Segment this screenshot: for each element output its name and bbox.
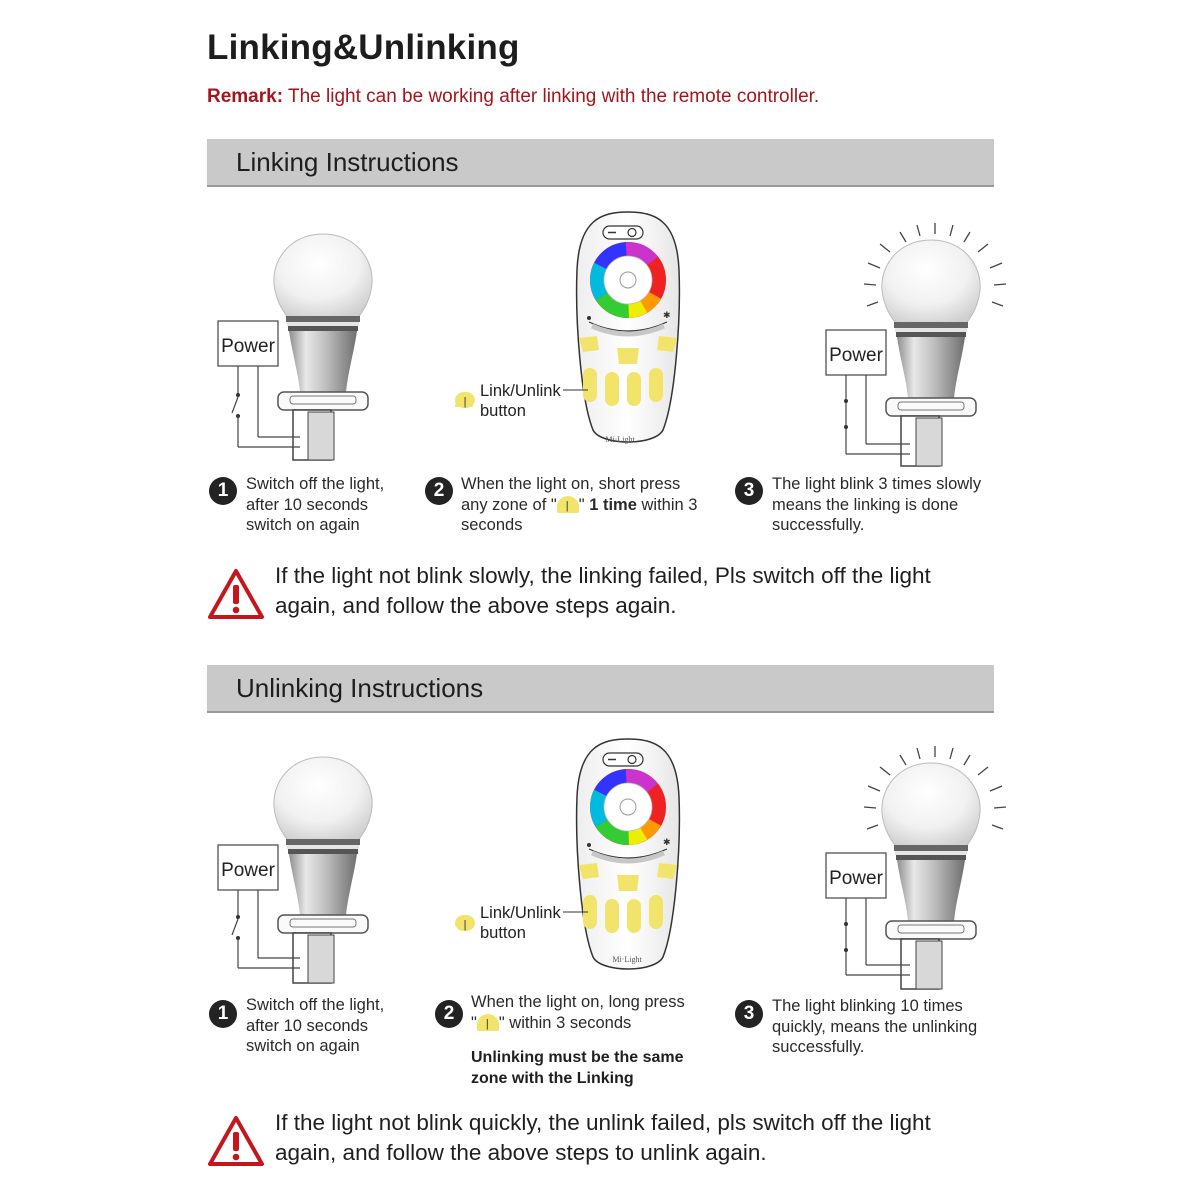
unlinking-section-title: Unlinking Instructions [236, 673, 484, 703]
svg-text:|: | [464, 919, 467, 931]
step-number-3: 3 [735, 477, 763, 505]
remote-control-icon [577, 739, 680, 969]
linking-step-3-text: The light blink 3 times slowly means the… [772, 475, 982, 534]
light-bulb-icon [881, 762, 981, 990]
linking-warning-text: If the light not blink slowly, the linki… [275, 563, 931, 618]
step-number-1: 1 [209, 477, 237, 505]
step-number-3: 3 [735, 1000, 763, 1028]
unlinking-step-3-text: The light blinking 10 times quickly, mea… [772, 997, 978, 1056]
step-number-2: 2 [425, 477, 453, 505]
light-bulb-icon [273, 756, 373, 984]
power-box-label: Power [829, 345, 884, 366]
unlinking-illustration: Power | Link/Unlink button Mi·Light Powe… [217, 735, 1007, 990]
unlinking-note: Unlinking must be the same zone with the… [471, 1049, 684, 1087]
step-number-2: 2 [435, 1000, 463, 1028]
linking-section-header: Linking Instructions [207, 139, 994, 187]
warning-triangle-icon [208, 1116, 264, 1166]
zone-key-icon [556, 495, 579, 516]
power-box-label: Power [221, 336, 276, 357]
remote-control-icon [577, 212, 680, 442]
linking-illustration: Power | Link/Unlink button Mi·Light Powe… [217, 210, 1007, 467]
unlinking-section-header: Unlinking Instructions [207, 665, 994, 713]
step-number-1: 1 [209, 1000, 237, 1028]
remark-label: Remark: [207, 86, 284, 107]
remark-line: Remark: The light can be working after l… [207, 86, 819, 108]
unlinking-step-1-text: Switch off the light, after 10 seconds s… [246, 996, 385, 1055]
unlinking-warning-text: If the light not blink quickly, the unli… [275, 1110, 931, 1165]
blink-rays-icon [863, 746, 1007, 830]
blink-rays-icon [863, 223, 1007, 307]
page-title: Linking&Unlinking [207, 28, 520, 67]
zone-key-icon [476, 1013, 499, 1034]
warning-triangle-icon [208, 569, 264, 619]
linking-section-title: Linking Instructions [236, 147, 459, 177]
unlinking-step-2-text: When the light on, long press "" within … [471, 992, 685, 1034]
remark-text: The light can be working after linking w… [283, 86, 820, 107]
power-box-label: Power [829, 868, 884, 889]
light-bulb-icon [273, 233, 373, 461]
link-unlink-label-2: button [480, 402, 526, 420]
power-box-label: Power [221, 860, 276, 881]
light-bulb-icon [881, 239, 981, 467]
remote-brand: Mi·Light [612, 955, 642, 964]
linking-step-2-text: When the light on, short press any zone … [461, 474, 697, 536]
svg-text:|: | [464, 396, 467, 408]
linking-step-1-text: Switch off the light, after 10 seconds s… [246, 475, 385, 534]
link-unlink-label: Link/Unlink [480, 382, 561, 400]
remote-brand: Mi·Light [605, 435, 635, 444]
link-unlink-label: Link/Unlink [480, 904, 561, 922]
link-unlink-label-2: button [480, 924, 526, 942]
